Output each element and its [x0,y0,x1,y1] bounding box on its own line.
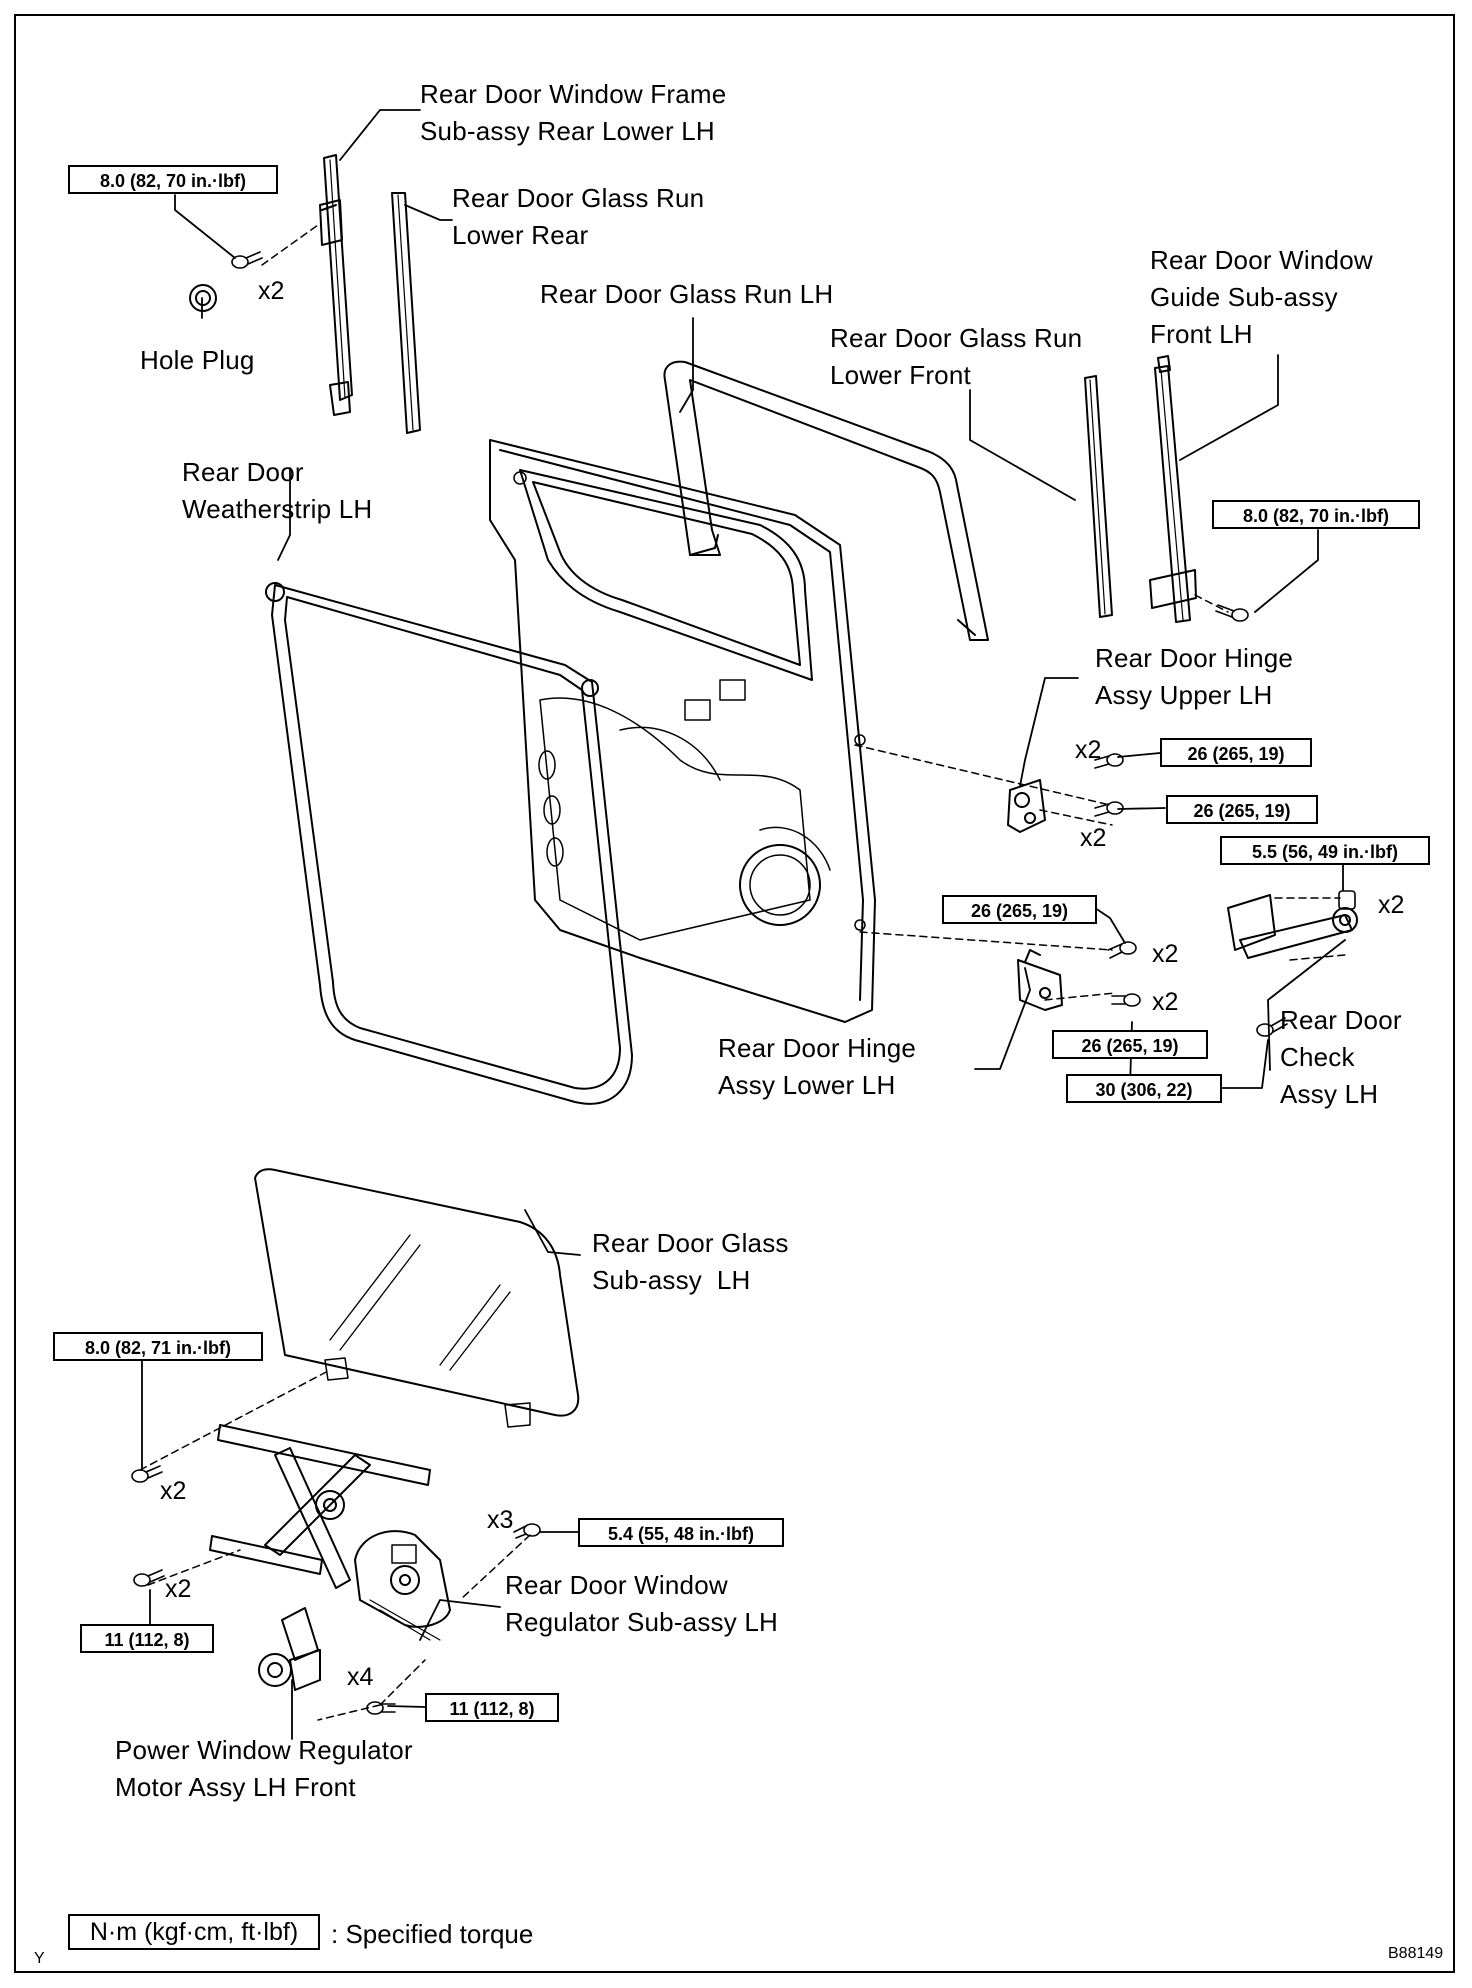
qty-regulator-lower: x2 [165,1575,192,1603]
qty-glass: x2 [160,1477,187,1505]
qty-hinge-upper-2: x2 [1080,824,1107,852]
torque-hinge-lower-1: 26 (265, 19) [942,895,1097,924]
qty-regulator: x3 [487,1506,514,1534]
torque-hinge-upper-1: 26 (265, 19) [1160,738,1312,767]
door-glass-shape [254,1168,580,1428]
qty-hinge-upper-1: x2 [1075,736,1102,764]
door-check-shape [1227,894,1358,959]
torque-glass-bolt: 8.0 (82, 71 in.·lbf) [53,1332,263,1361]
hole-plug-shape [189,284,217,312]
qty-frame: x2 [258,277,285,305]
regulator-shape [209,1424,451,1641]
diagram-frame [14,14,1455,1973]
corner-mark: Y [34,1950,45,1967]
qty-hinge-lower-2: x2 [1152,988,1179,1016]
torque-motor-bolt: 11 (112, 8) [425,1693,559,1722]
label-hinge-upper: Rear Door Hinge Assy Upper LH [1095,643,1294,710]
torque-hinge-upper-2: 26 (265, 19) [1166,795,1318,824]
label-weatherstrip: Rear Door Weatherstrip LH [182,457,373,524]
torque-hinge-lower-2: 26 (265, 19) [1052,1030,1208,1059]
torque-check-bolt: 30 (306, 22) [1066,1074,1222,1103]
window-guide-shape [1149,355,1197,623]
weatherstrip-shape [265,582,633,1105]
label-hinge-lower: Rear Door Hinge Assy Lower LH [718,1033,917,1100]
glass-run-shape [663,360,989,641]
qty-motor: x4 [347,1663,374,1691]
qty-check-nut: x2 [1378,891,1405,919]
label-motor: Power Window Regulator Motor Assy LH Fro… [115,1735,413,1802]
qty-hinge-lower-1: x2 [1152,940,1179,968]
leader-lines [141,109,1346,1740]
figure-code: B88149 [1388,1945,1444,1962]
window-frame-shape [319,154,353,416]
torque-frame-bolt: 8.0 (82, 70 in.·lbf) [68,165,278,194]
legend-unit-box: N·m (kgf·cm, ft·lbf) [68,1914,320,1950]
label-door-glass: Rear Door Glass Sub-assy LH [592,1228,789,1295]
motor-shape [258,1607,321,1691]
label-glass-run-lower-rear: Rear Door Glass Run Lower Rear [452,183,705,250]
torque-regulator-bolt: 5.4 (55, 48 in.·lbf) [578,1518,784,1547]
door-panel [489,439,876,1023]
label-glass-run: Rear Door Glass Run LH [540,279,834,309]
bolts [131,251,1356,1715]
torque-check-nut: 5.5 (56, 49 in.·lbf) [1220,836,1430,865]
legend-description: : Specified torque [331,1919,534,1949]
label-window-guide: Rear Door Window Guide Sub-assy Front LH [1150,245,1373,349]
glass-run-lower-front-shape [1084,375,1113,618]
label-door-check: Rear Door Check Assy LH [1280,1005,1402,1109]
torque-regulator-lower-bolt: 11 (112, 8) [80,1624,214,1653]
assembly-dashed-lines [139,224,1346,1721]
label-hole-plug: Hole Plug [140,345,255,375]
hinge-lower-shape [1017,949,1063,1011]
label-window-frame: Rear Door Window Frame Sub-assy Rear Low… [420,79,727,146]
label-regulator: Rear Door Window Regulator Sub-assy LH [505,1570,778,1637]
glass-run-lower-rear-shape [391,192,421,434]
torque-guide-bolt: 8.0 (82, 70 in.·lbf) [1212,500,1420,529]
label-glass-run-lower-front: Rear Door Glass Run Lower Front [830,323,1083,390]
hinge-upper-shape [1007,779,1046,833]
